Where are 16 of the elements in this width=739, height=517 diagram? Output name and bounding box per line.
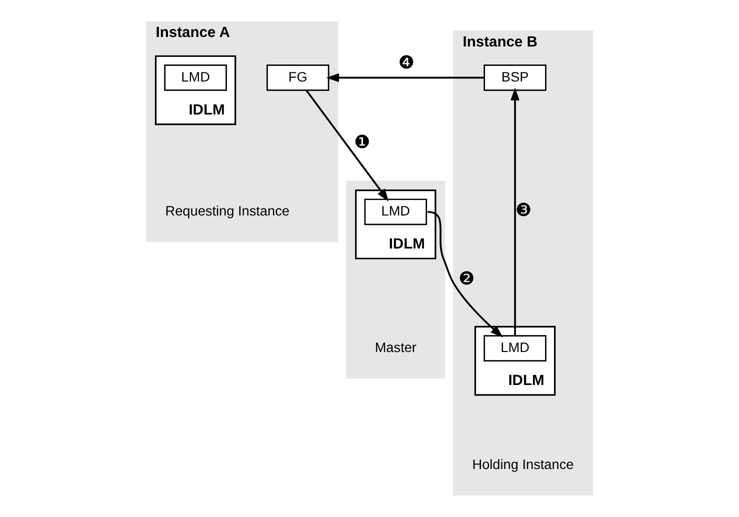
node-label: Master (374, 340, 416, 355)
node-box: BSP (484, 64, 546, 91)
cluster (346, 180, 446, 378)
arrow (326, 73, 484, 82)
arrow (306, 90, 389, 202)
node-box: LMD (164, 64, 227, 91)
node-box: LMD (484, 335, 546, 362)
node-label: Holding Instance (472, 456, 574, 472)
edge-label: ❶ (354, 132, 370, 153)
edge-label: ❸ (515, 200, 532, 222)
edge-label: ❷ (458, 268, 475, 290)
node-box: FG (266, 64, 330, 91)
node-label: Requesting Instance (165, 203, 290, 218)
edge-label: ❹ (398, 52, 415, 74)
arrow (510, 88, 520, 336)
node-box: LMD (364, 198, 428, 226)
